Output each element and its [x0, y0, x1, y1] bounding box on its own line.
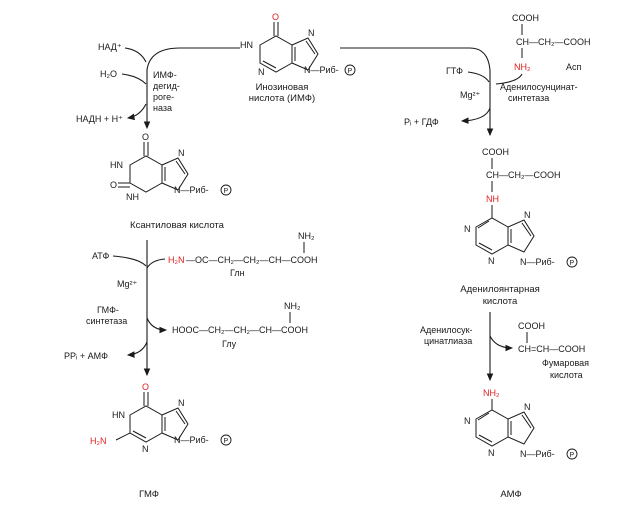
glu-nh2: NH₂ — [284, 301, 301, 311]
asp-chain: CH—CH₂—COOH — [516, 37, 591, 47]
asp-cooh: COOH — [512, 13, 539, 23]
adenylosuccinate-nh: NH — [486, 194, 499, 204]
amp-name: АМФ — [500, 489, 521, 500]
adenylosuccinate-n3: N — [488, 256, 495, 266]
adenylosuccinate-chain: CH—CH₂—COOH — [486, 170, 561, 180]
xmp-oxygen-top: O — [142, 132, 149, 142]
imp-n: N — [258, 67, 265, 77]
imp-dehydrogenase-line1: ИМФ- — [153, 70, 177, 80]
fumarate-name-line2: кислота — [550, 370, 583, 380]
amp-n1: N — [464, 416, 471, 426]
ppi-amp-label: PPᵢ + АМФ — [64, 351, 108, 361]
adenylosuccinate-cooh-top: COOH — [482, 147, 509, 157]
xmp-nh: NH — [126, 192, 139, 202]
adenylosuccinate-n7: N — [524, 210, 531, 220]
amp-phosphate-icon: P — [570, 452, 575, 459]
imp-dehydrogenase-line2: дегид- — [153, 81, 180, 91]
gln-name: Глн — [230, 268, 245, 278]
xmp-phosphate-icon: P — [224, 188, 229, 195]
asp-amino: NH₂ — [514, 62, 531, 72]
xmp-name: Ксантиловая кислота — [130, 220, 225, 231]
imp-dehydrogenase-line4: наза — [153, 103, 172, 113]
xmp-ribose-label: N—Риб- — [174, 185, 209, 195]
gmp-n3: N — [142, 444, 149, 454]
imp-oxygen: O — [272, 12, 279, 22]
amp-ribose-label: N—Риб- — [520, 449, 555, 459]
amp-n7: N — [524, 402, 531, 412]
adenylosuccinate-name-line1: Аденилоянтарная — [460, 284, 540, 295]
gln-chain: —OC—CH₂—CH₂—CH—COOH — [186, 255, 317, 265]
adenylosuccinate-synthetase-line1: Аденилосунцинат- — [500, 82, 578, 92]
adenylosuccinate-ribose-label: N—Риб- — [520, 257, 555, 267]
xmp-oxygen-left: O — [110, 180, 117, 190]
adenylosuccinate-synthetase-line2: синтетаза — [508, 93, 549, 103]
imp-hn: HN — [240, 40, 253, 50]
aspartate: COOH CH—CH₂—COOH NH₂ Асп — [495, 13, 591, 85]
atp-label: АТФ — [92, 251, 109, 261]
gmp-name: ГМФ — [139, 489, 159, 500]
imp-to-adenylosuccinate-arrow — [340, 47, 494, 137]
imp-molecule: O HN N N N—Риб- P Инозиновая нислота (ИМ… — [240, 12, 356, 104]
fumarate-name-line1: Фумаровая — [542, 358, 589, 368]
fumarate-chain: CH=CH—COOH — [518, 344, 585, 354]
glu-name: Глу — [222, 339, 237, 349]
imp-to-xmp-arrow — [143, 47, 240, 130]
adenylosuccinate-name-line2: кислота — [483, 296, 518, 307]
adenylosuccinate-lyase-line1: Аденилосук- — [420, 325, 473, 335]
gmp-amino: H₂N — [90, 436, 107, 446]
gln-nh2: NH₂ — [298, 231, 315, 241]
gmp-molecule: O HN H₂N N N N—Риб- P ГМФ — [90, 382, 232, 500]
imp-name-line2: нислота (ИМФ) — [249, 93, 315, 104]
gmp-synthetase-line2: синтетаза — [86, 316, 127, 326]
adenylosuccinate-lyase-step: Аденилосук- цинатлиаза COOH CH=CH—COOH Ф… — [420, 321, 589, 380]
nad-label: НАД⁺ — [98, 42, 122, 52]
gmp-oxygen: O — [142, 382, 149, 392]
imp-n7: N — [308, 28, 315, 38]
fumarate-cooh-top: COOH — [518, 321, 545, 331]
xmp-molecule: O O HN NH N N—Риб- P Ксантиловая кислота — [110, 132, 232, 231]
amp-n3: N — [488, 448, 495, 458]
imp-name-line1: Инозиновая — [256, 82, 309, 93]
amp-molecule: NH₂ N N N N—Риб- P АМФ — [464, 388, 578, 500]
imp-dehydrogenase-step: НАД⁺ H₂O ИМФ- дегид- роге- наза НАДН + H… — [76, 42, 180, 124]
amp-amino: NH₂ — [483, 388, 500, 398]
gmp-synthetase-step: АТФ Mg²⁺ ГМФ- синтетаза PPᵢ + АМФ NH₂ H₂… — [64, 231, 317, 361]
gln-amide-nh2: H₂N — [168, 255, 185, 265]
glu-chain: HOOC—CH₂—CH₂—CH—COOH — [172, 325, 308, 335]
nadh-label: НАДН + H⁺ — [76, 114, 123, 124]
gmp-ribose-label: N—Риб- — [174, 435, 209, 445]
adenylosuccinate-synthetase-step: ГТФ Mg²⁺ Аденилосунцинат- синтетаза Pᵢ +… — [404, 66, 578, 127]
adenylosuccinate-lyase-line2: цинатлиаза — [424, 336, 472, 346]
gmp-synthetase-line1: ГМФ- — [97, 305, 119, 315]
mg-label-left: Mg²⁺ — [117, 279, 137, 289]
gmp-hn: HN — [112, 410, 125, 420]
xmp-hn: HN — [110, 160, 123, 170]
imp-dehydrogenase-line3: роге- — [153, 92, 174, 102]
adenylosuccinate-phosphate-icon: P — [570, 260, 575, 267]
h2o-label: H₂O — [100, 69, 117, 79]
adenylosuccinate-molecule: COOH CH—CH₂—COOH NH N N N N—Риб- P Адени… — [460, 147, 578, 307]
imp-phosphate-icon: P — [348, 68, 353, 75]
pi-gdp-label: Pᵢ + ГДФ — [404, 117, 439, 127]
xmp-n7: N — [178, 148, 185, 158]
gmp-n7: N — [178, 398, 185, 408]
gtp-label: ГТФ — [446, 66, 463, 76]
mg-label-right: Mg²⁺ — [460, 90, 480, 100]
imp-ribose-label: N—Риб- — [304, 65, 339, 75]
adenylosuccinate-n1: N — [464, 224, 471, 234]
gmp-phosphate-icon: P — [224, 438, 229, 445]
asp-name: Асп — [566, 62, 582, 72]
